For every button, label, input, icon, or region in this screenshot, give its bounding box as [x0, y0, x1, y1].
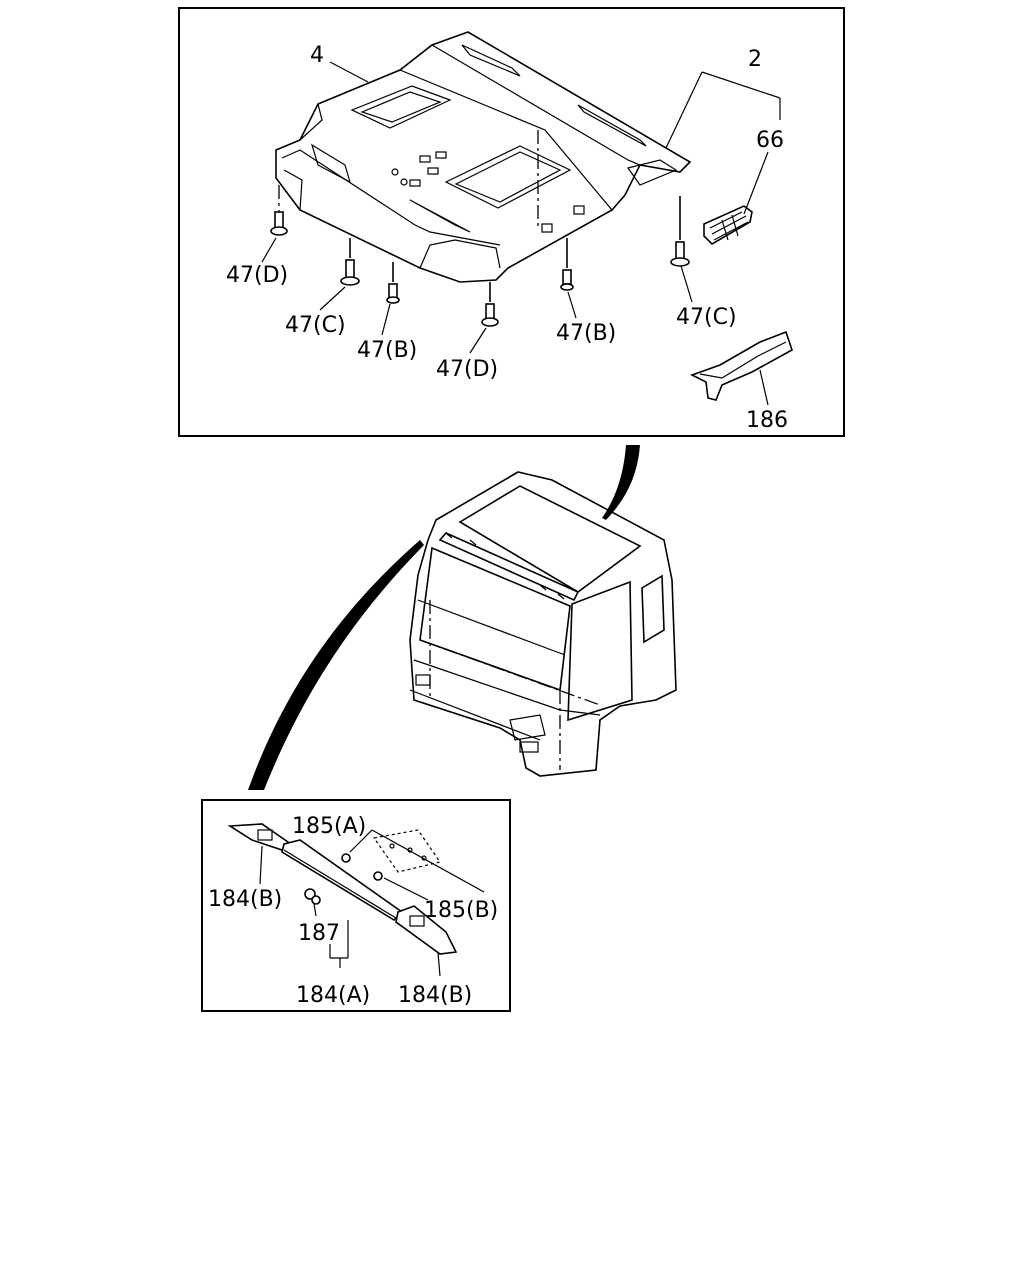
roof-panel-detail-box: 4 2 66 47(D) 47(C) 47(B) 47(D) 47(B) 47(…: [178, 7, 845, 437]
label-part-186: 186: [746, 408, 788, 433]
label-part-185a: 185(A): [292, 814, 366, 839]
clip-47d-left: [270, 185, 288, 236]
clip-47d-mid: [481, 282, 499, 327]
screw-185b: [373, 871, 383, 881]
pointer-to-header: [248, 540, 424, 790]
label-part-184a: 184(A): [296, 983, 370, 1008]
truck-cab-illustration: [409, 471, 677, 777]
label-part-187: 187: [298, 921, 340, 946]
label-part-47d-left: 47(D): [226, 263, 288, 288]
roof-lining-part: [275, 31, 692, 283]
leader-lines-bottom: [259, 829, 485, 977]
label-part-184b-left: 184(B): [208, 887, 282, 912]
label-part-4: 4: [310, 43, 324, 68]
clip-47b-right: [560, 238, 574, 291]
label-part-47d-mid: 47(D): [436, 357, 498, 382]
clip-47b-left: [386, 262, 400, 304]
trim-part-186: [689, 330, 793, 401]
pointer-to-roof: [602, 445, 640, 520]
header-trim-detail-box: 185(A) 184(B) 185(B) 187 184(A) 184(B): [201, 799, 511, 1012]
label-part-47b-right: 47(B): [556, 321, 616, 346]
end-cap-184b-right: [395, 905, 458, 955]
nut-187: [304, 888, 321, 905]
label-part-185b: 185(B): [424, 898, 498, 923]
clip-47c-right: [670, 196, 690, 267]
end-cap-184b-left: [227, 823, 290, 851]
label-part-47b-left: 47(B): [357, 338, 417, 363]
clip-47c-left: [340, 238, 360, 286]
vent-part-66: [703, 205, 753, 246]
plate-185: [372, 829, 441, 873]
label-part-66: 66: [756, 128, 784, 153]
screw-185a: [341, 853, 351, 863]
label-part-2: 2: [748, 47, 762, 72]
leader-lines-top: [261, 61, 781, 406]
label-part-47c-right: 47(C): [676, 305, 737, 330]
label-part-47c-left: 47(C): [285, 313, 346, 338]
label-part-184b-right: 184(B): [398, 983, 472, 1008]
